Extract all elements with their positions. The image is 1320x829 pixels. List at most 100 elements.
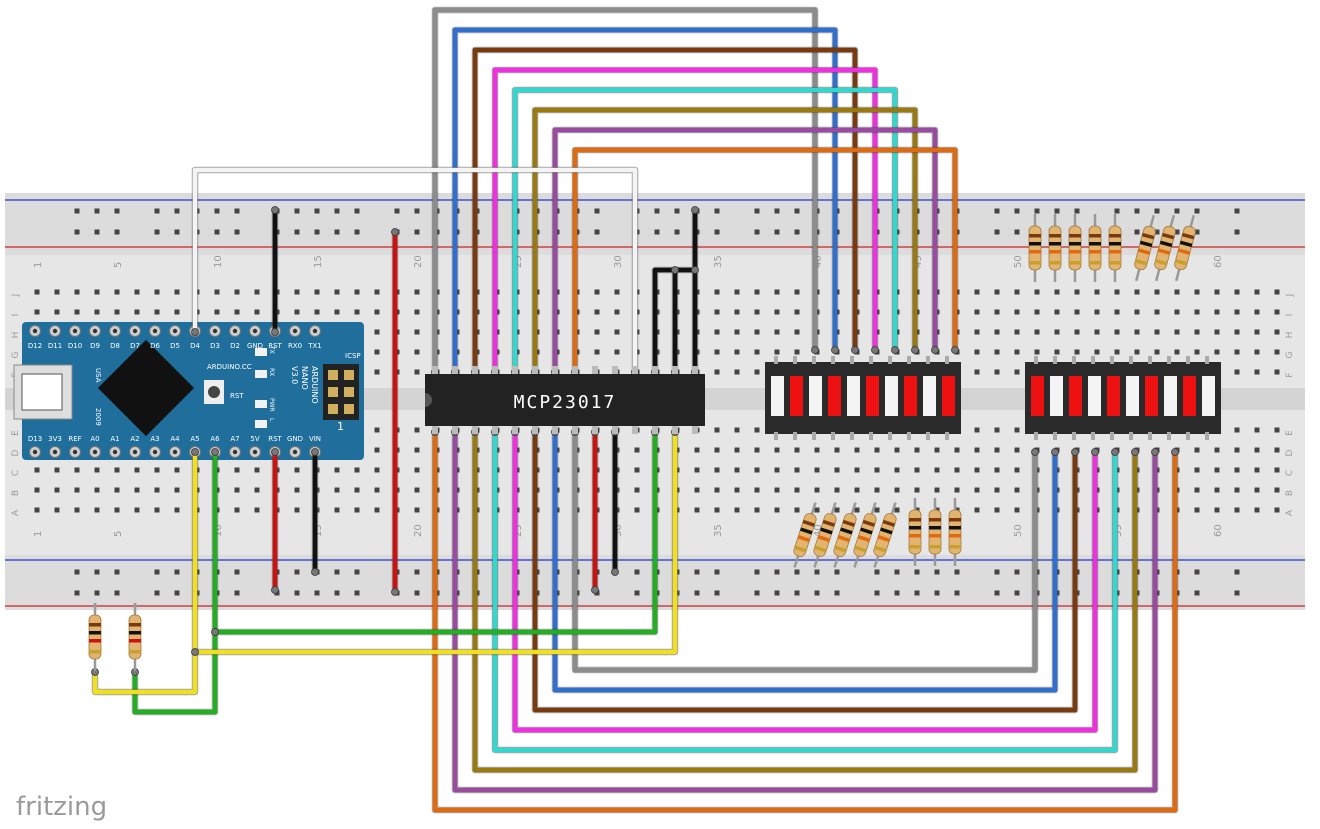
- breadboard-hole: [74, 289, 80, 295]
- rail-hole: [234, 229, 240, 235]
- resistor-band: [802, 519, 816, 527]
- rail-hole: [714, 229, 720, 235]
- breadboard-hole: [634, 467, 640, 473]
- breadboard-hole: [1274, 289, 1280, 295]
- yellow-scl-wire: [192, 429, 678, 655]
- arduino-pin-label: D4: [190, 342, 200, 350]
- arduino-pin-hole: [252, 328, 258, 334]
- arduino-pin-hole: [252, 449, 258, 455]
- breadboard-hole: [1194, 467, 1200, 473]
- rail-hole: [894, 569, 900, 575]
- breadboard-hole: [74, 507, 80, 513]
- breadboard-hole: [834, 487, 840, 493]
- column-number: 5: [113, 531, 124, 537]
- breadboard-hole: [94, 487, 100, 493]
- breadboard-hole: [334, 309, 340, 315]
- resistor-bottom-tilt: [833, 502, 857, 568]
- icsp-label: ICSP: [345, 352, 361, 360]
- rail-hole: [994, 590, 1000, 596]
- rail-hole: [94, 208, 100, 214]
- addr-wire-b-end: [671, 266, 679, 274]
- breadboard-hole: [774, 487, 780, 493]
- data-wire-top: [552, 127, 938, 375]
- breadboard-hole: [794, 309, 800, 315]
- breadboard-hole: [134, 289, 140, 295]
- led-bar-pin: [1034, 356, 1038, 364]
- rail-hole: [94, 569, 100, 575]
- rail-hole: [74, 208, 80, 214]
- data-wire-top-end: [831, 346, 839, 354]
- breadboard-hole: [854, 447, 860, 453]
- arduino-pin-hole: [112, 328, 118, 334]
- breadboard-hole: [414, 427, 420, 433]
- rail-hole: [774, 569, 780, 575]
- resistor-band: [1109, 242, 1121, 246]
- breadboard-hole: [1214, 467, 1220, 473]
- breadboard-hole: [754, 309, 760, 315]
- rail-hole: [94, 590, 100, 596]
- breadboard-hole: [614, 329, 620, 335]
- breadboard-hole: [994, 427, 1000, 433]
- led-segment: [847, 376, 860, 416]
- breadboard-hole: [254, 289, 260, 295]
- green-sda-wire-end: [211, 628, 219, 636]
- resistor-band: [854, 545, 867, 553]
- arduino-pin-hole: [152, 328, 158, 334]
- rail-hole: [694, 569, 700, 575]
- breadboard-hole: [714, 349, 720, 355]
- arduino-pin-hole: [132, 328, 138, 334]
- breadboard-hole: [1094, 289, 1100, 295]
- arduino-pin-label: REF: [68, 435, 81, 443]
- breadboard-hole: [1214, 507, 1220, 513]
- breadboard-hole: [694, 467, 700, 473]
- column-number: 60: [1213, 255, 1224, 268]
- breadboard-hole: [954, 447, 960, 453]
- breadboard-hole: [1074, 329, 1080, 335]
- breadboard-hole: [174, 309, 180, 315]
- resistor-band: [842, 519, 856, 527]
- chip-pin: [692, 366, 698, 376]
- led-bar-pin: [1110, 432, 1114, 440]
- breadboard-hole: [594, 289, 600, 295]
- data-wire-bottom-end: [1151, 448, 1159, 456]
- rail-hole: [654, 229, 660, 235]
- row-letter: J: [1285, 294, 1295, 298]
- led-bar-pin: [850, 356, 854, 364]
- breadboard-hole: [894, 507, 900, 513]
- breadboard-hole: [1114, 289, 1120, 295]
- breadboard-hole: [1014, 427, 1020, 433]
- gnd-wire-top-end: [271, 328, 279, 336]
- rail-hole: [214, 229, 220, 235]
- rail-hole: [114, 590, 120, 596]
- breadboard-hole: [414, 467, 420, 473]
- resistor-band: [860, 527, 873, 535]
- led-bar-pin: [850, 432, 854, 440]
- rail-hole: [994, 229, 1000, 235]
- resistor-band: [1089, 234, 1101, 238]
- resistor-band: [1029, 261, 1041, 265]
- reset-button-cap[interactable]: [208, 386, 220, 398]
- breadboard-hole: [1234, 467, 1240, 473]
- arduino-pin-label: D10: [68, 342, 82, 350]
- resistor-band: [1109, 261, 1121, 265]
- breadboard-hole: [734, 447, 740, 453]
- resistor-band: [1139, 240, 1153, 248]
- rail-hole: [874, 569, 880, 575]
- resistor-band: [1179, 240, 1193, 248]
- rail-hole: [954, 569, 960, 575]
- breadboard-hole: [34, 309, 40, 315]
- breadboard-hole: [1014, 447, 1020, 453]
- breadboard-hole: [914, 487, 920, 493]
- resistor-band: [929, 518, 941, 522]
- chip-body: [425, 374, 705, 426]
- breadboard-hole: [334, 507, 340, 513]
- breadboard-hole: [94, 467, 100, 473]
- arduino-led: [255, 420, 267, 428]
- breadboard-hole: [34, 507, 40, 513]
- breadboard-hole: [114, 467, 120, 473]
- column-number: 50: [1013, 524, 1024, 537]
- rail-hole: [174, 229, 180, 235]
- rail-hole: [354, 208, 360, 214]
- breadboard-hole: [354, 309, 360, 315]
- data-wire-top: [432, 7, 818, 375]
